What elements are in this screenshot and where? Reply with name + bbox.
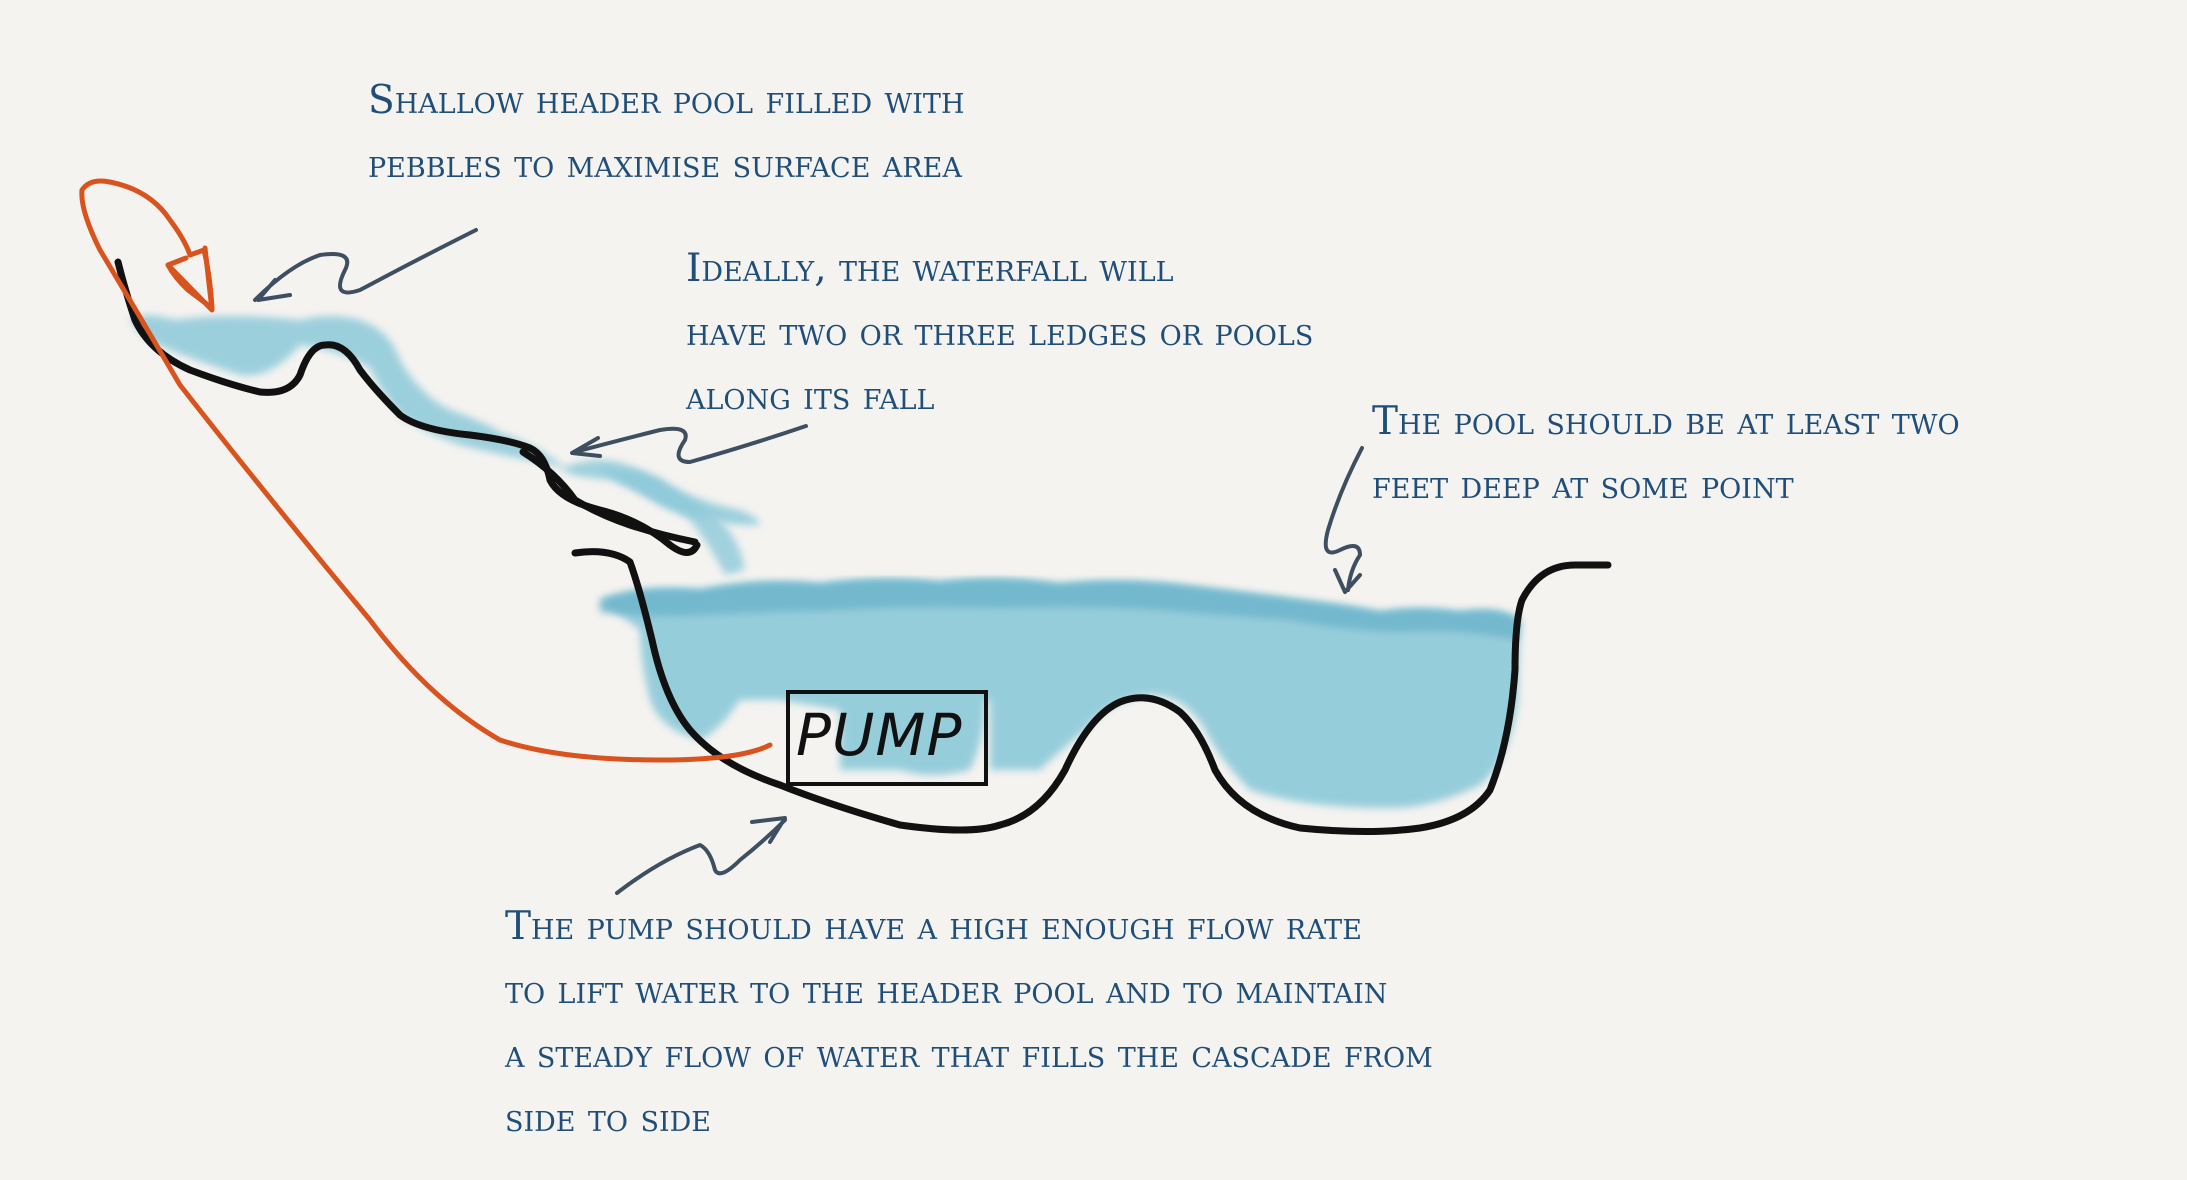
note-line: a steady flow of water that fills the ca… (505, 1032, 1433, 1077)
pump-arrow (615, 816, 787, 895)
annotation-arrows (253, 228, 1364, 895)
pool-depth-arrow (1323, 446, 1364, 594)
ledges-note: Ideally, the waterfall will have two or … (686, 237, 1313, 429)
cascade-water (560, 460, 745, 575)
header-pool-note: Shallow header pool filled with pebbles … (368, 69, 965, 197)
ledge-arrow (570, 424, 808, 464)
note-line: feet deep at some point (1372, 463, 1794, 508)
return-pipe (79, 178, 773, 763)
header-pool-water (130, 315, 760, 525)
note-line: pebbles to maximise surface area (368, 142, 962, 187)
note-line: Shallow header pool filled with (368, 78, 965, 123)
note-line: along its fall (686, 374, 935, 419)
pool-depth-note: The pool should be at least two feet dee… (1372, 390, 1960, 518)
pump-flow-note: The pump should have a high enough flow … (505, 895, 1433, 1151)
main-pool-outline (571, 548, 1612, 835)
lower-ledge-outline (519, 448, 699, 546)
note-line: The pump should have a high enough flow … (505, 904, 1362, 949)
header-pool-arrow (253, 228, 478, 302)
rock-outline (114, 258, 1612, 835)
main-pool-water (600, 578, 1520, 809)
note-line: have two or three ledges or pools (686, 310, 1314, 355)
note-line: to lift water to the header pool and to … (505, 968, 1388, 1013)
pump-label: PUMP (796, 701, 962, 769)
note-line: side to side (505, 1096, 711, 1141)
note-line: The pool should be at least two (1372, 399, 1960, 444)
pump: PUMP (786, 690, 988, 786)
main-pool-surface (600, 578, 1520, 640)
water (130, 315, 1520, 809)
pump-box (786, 690, 988, 786)
note-line: Ideally, the waterfall will (686, 246, 1174, 291)
pipe-outlet-arrow (165, 245, 215, 313)
